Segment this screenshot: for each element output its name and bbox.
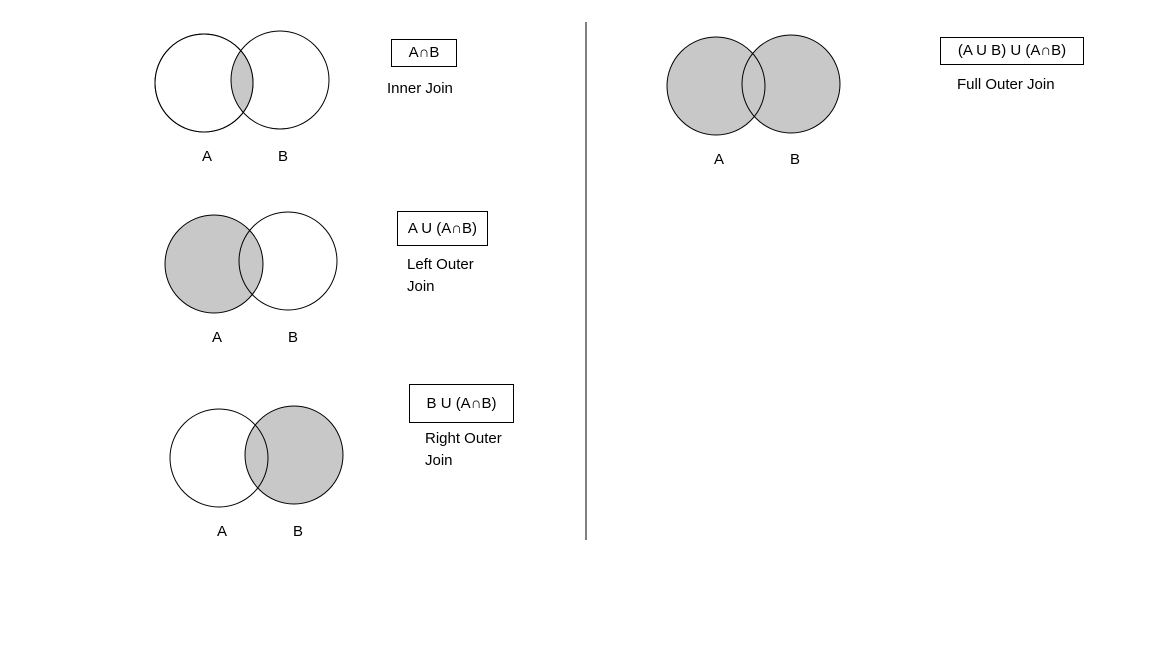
label-b-inner: B xyxy=(277,148,288,165)
caption-line-1: Inner Join xyxy=(387,80,453,97)
caption-line-1: Left Outer xyxy=(407,256,474,273)
caption-line-2: Join xyxy=(425,452,453,469)
set-a-outline xyxy=(154,33,254,133)
venn-left-outer-join xyxy=(164,211,338,314)
set-b-fill xyxy=(742,35,840,133)
caption-full-outer-join: Full Outer Join xyxy=(957,74,1055,96)
set-b-circle xyxy=(230,30,330,130)
venn-full-outer-join xyxy=(666,34,841,136)
venn-inner-join xyxy=(154,30,330,133)
formula-full-outer-join: (A U B) U (A∩B) xyxy=(940,37,1084,65)
set-a-circle xyxy=(169,408,269,508)
set-a-circle xyxy=(164,214,264,314)
label-b-full-outer: B xyxy=(789,151,800,168)
caption-right-outer-join: Right Outer Join xyxy=(425,428,502,472)
set-b-circle xyxy=(741,34,841,134)
set-a-circle xyxy=(666,36,766,136)
label-a-left-outer: A xyxy=(211,329,222,346)
caption-line-1: Right Outer xyxy=(425,430,502,447)
formula-left-outer-join: A U (A∩B) xyxy=(397,211,488,246)
set-b-circle xyxy=(244,405,344,505)
formula-inner-join: A∩B xyxy=(391,39,457,67)
caption-line-2: Join xyxy=(407,278,435,295)
caption-line-1: Full Outer Join xyxy=(957,76,1055,93)
set-b-circle xyxy=(238,211,338,311)
caption-inner-join: Inner Join xyxy=(387,78,453,100)
label-b-right-outer: B xyxy=(292,523,303,540)
venn-right-outer-join xyxy=(169,405,344,508)
set-a-fill xyxy=(667,37,765,135)
label-a-right-outer: A xyxy=(216,523,227,540)
label-a-inner: A xyxy=(201,148,212,165)
label-b-left-outer: B xyxy=(287,329,298,346)
formula-right-outer-join: B U (A∩B) xyxy=(409,384,514,423)
label-a-full-outer: A xyxy=(713,151,724,168)
caption-left-outer-join: Left Outer Join xyxy=(407,254,474,298)
